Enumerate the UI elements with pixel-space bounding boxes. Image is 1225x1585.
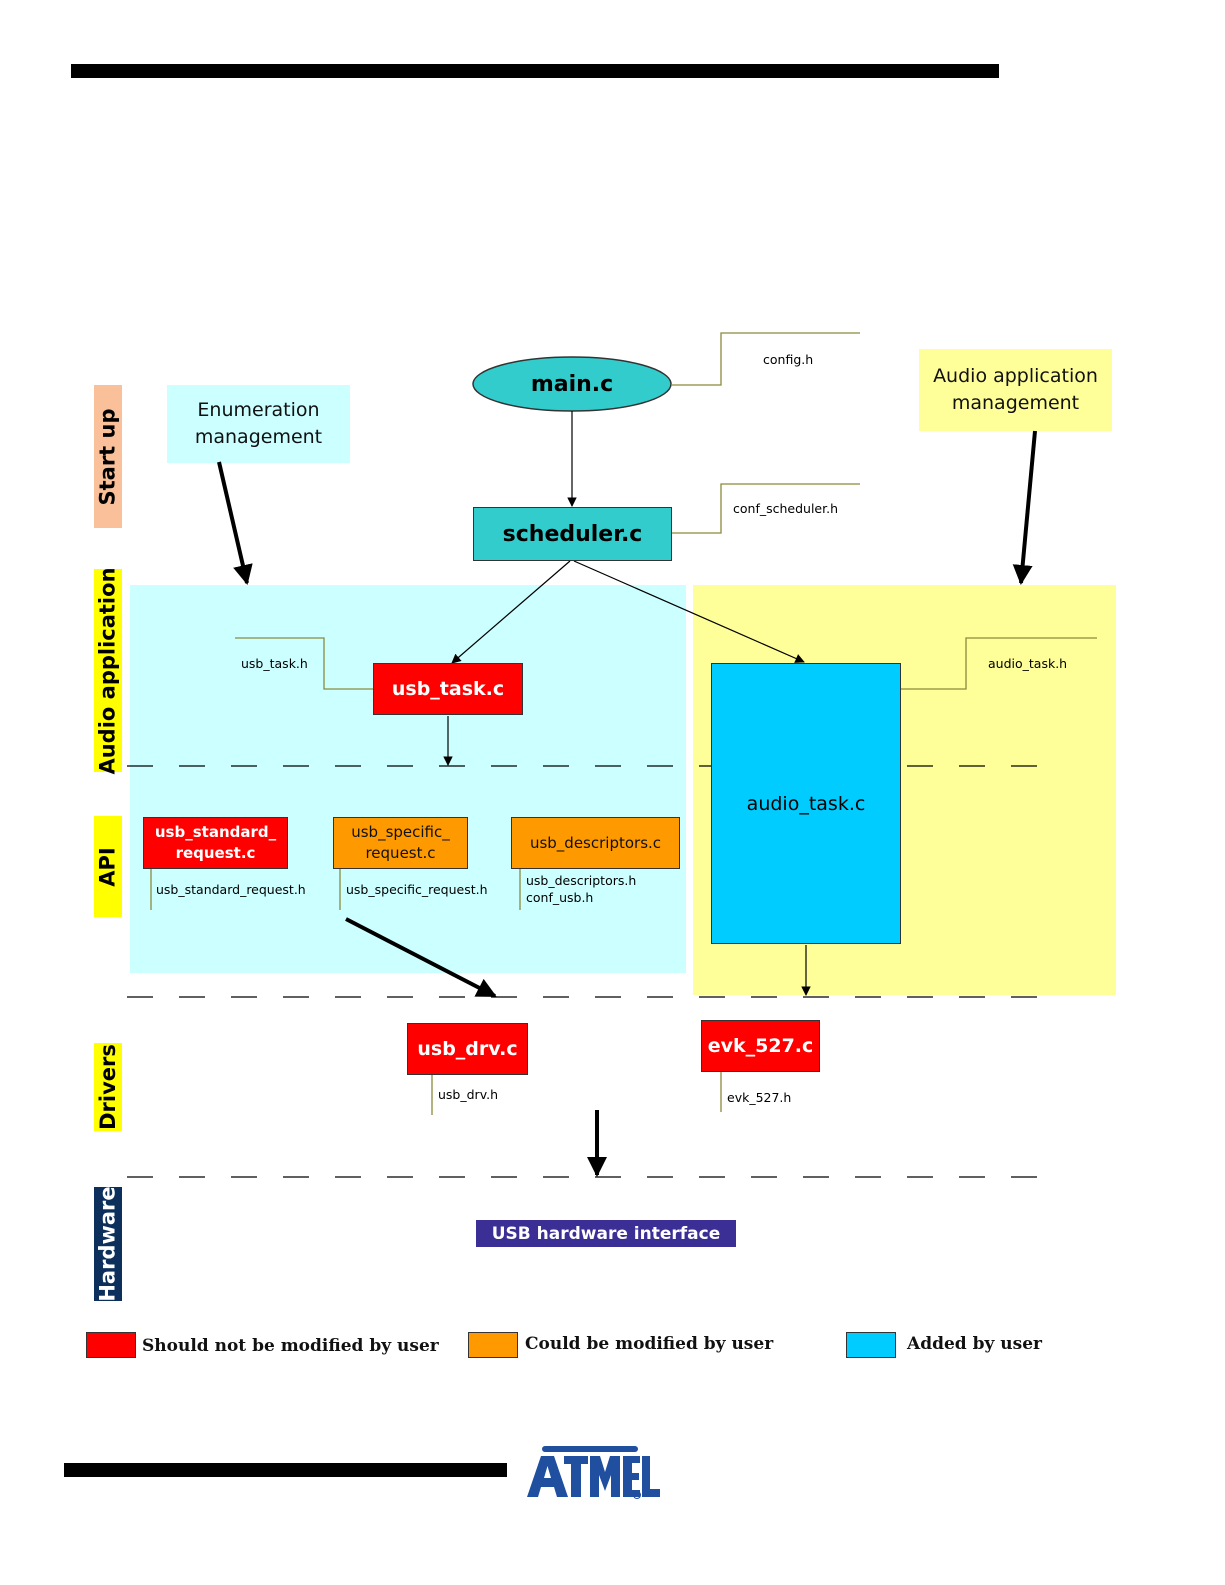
evk-527-text: evk_527.c [707, 1035, 814, 1057]
main-c-label: main.c [473, 357, 671, 411]
scheduler-box: scheduler.c [473, 507, 672, 561]
legend-label-cyan: Added by user [907, 1334, 1042, 1354]
usb-descriptors-box: usb_descriptors.c [511, 817, 680, 869]
arrow-audio-mgmt-to-region [1012, 430, 1037, 585]
top-rule [71, 64, 999, 78]
usb-standard-request-box: usb_standard_ request.c [143, 817, 288, 869]
audio-task-text: audio_task.c [746, 792, 866, 815]
usb-drv-h-label: usb_drv.h [438, 1087, 499, 1102]
leader-config-h [671, 332, 860, 386]
audio-management-note-text: Audio application management [933, 365, 1098, 414]
arrow-scheduler-to-usb-task [451, 560, 571, 664]
enumeration-note-text: Enumeration management [194, 399, 323, 448]
layer-label-api: API [94, 816, 122, 917]
audio-task-box: audio_task.c [711, 663, 901, 944]
arrow-enumeration-to-region [217, 461, 253, 585]
usb-hardware-interface-box: USB hardware interface [476, 1220, 736, 1247]
usb-descriptors-text: usb_descriptors.c [529, 834, 662, 852]
legend-label-orange: Could be modified by user [525, 1334, 774, 1354]
layer-label-drivers: Drivers [94, 1043, 122, 1131]
config-h-label: config.h [763, 352, 814, 367]
usb-specific-request-box: usb_specific_ request.c [333, 817, 468, 869]
evk-527-box: evk_527.c [701, 1020, 820, 1072]
legend-swatch-orange [468, 1332, 518, 1358]
main-c-text: main.c [530, 371, 614, 397]
arrow-scheduler-to-audio-task [573, 560, 805, 663]
layer-label-startup: Start up [94, 385, 122, 528]
usb-drv-box: usb_drv.c [407, 1023, 528, 1075]
leader-audio-task-h [901, 637, 1097, 690]
audio-task-h-label: audio_task.h [988, 656, 1068, 671]
usb-specific-request-h-label: usb_specific_request.h [346, 882, 488, 897]
enumeration-region [130, 585, 686, 973]
legend-swatch-cyan [846, 1332, 896, 1358]
usb-standard-request-text: usb_standard_ request.c [154, 823, 277, 862]
usb-specific-request-text: usb_specific_ request.c [351, 823, 450, 862]
leader-conf-scheduler-h [671, 483, 860, 534]
audio-management-note: Audio application management [919, 349, 1112, 431]
evk-527-h-label: evk_527.h [727, 1090, 792, 1105]
arrow-api-to-drivers [345, 917, 497, 998]
conf-usb-h-label: conf_usb.h [526, 890, 594, 905]
usb-standard-request-h-label: usb_standard_request.h [156, 882, 306, 897]
bottom-rule [64, 1463, 507, 1477]
usb-descriptors-h-label: usb_descriptors.h [526, 873, 637, 888]
layer-label-hardware: Hardware [94, 1186, 122, 1302]
usb-task-h-label: usb_task.h [241, 656, 308, 671]
scheduler-text: scheduler.c [502, 521, 643, 547]
layer-label-audio-application: Audio application [94, 567, 122, 774]
usb-task-text: usb_task.c [391, 678, 505, 700]
usb-drv-text: usb_drv.c [417, 1038, 518, 1060]
leader-usb-task-h [235, 637, 373, 690]
usb-task-box: usb_task.c [373, 663, 523, 715]
enumeration-note: Enumeration management [167, 385, 350, 463]
usb-hardware-interface-text: USB hardware interface [491, 1223, 721, 1244]
legend-swatch-red [86, 1332, 136, 1358]
conf-scheduler-h-label: conf_scheduler.h [733, 501, 838, 516]
legend-label-red: Should not be modified by user [142, 1336, 439, 1356]
